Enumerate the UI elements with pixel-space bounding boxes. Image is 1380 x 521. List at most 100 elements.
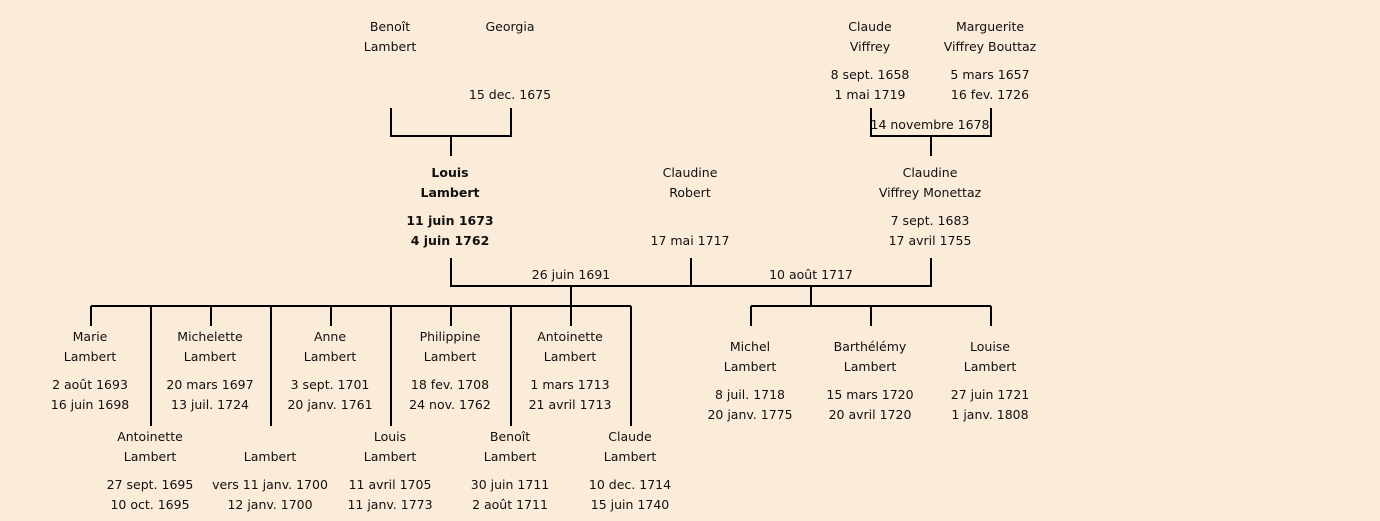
person-last-name: Lambert [303, 349, 357, 364]
person-birth-date: 20 mars 1697 [166, 377, 254, 392]
person-benoit-lambert-sr[interactable]: Benoît Lambert [320, 17, 460, 57]
person-georgia[interactable]: Georgia [440, 17, 580, 57]
person-death-date: 24 nov. 1762 [409, 397, 491, 412]
person-birth-date: 1 mars 1713 [530, 377, 610, 392]
person-birth-date: 18 fev. 1708 [410, 377, 490, 392]
person-michelette-lambert[interactable]: Michelette Lambert 20 mars 1697 13 juil.… [140, 327, 280, 415]
person-birth-date: 3 sept. 1701 [290, 377, 370, 392]
person-first-name: Benoît [369, 19, 411, 34]
person-birth-date: 15 mars 1720 [826, 387, 914, 402]
person-last-name: Lambert [363, 449, 417, 464]
person-birth-date: 10 dec. 1714 [588, 477, 672, 492]
person-birth-date: 7 sept. 1683 [890, 213, 970, 228]
person-death-date: 15 juin 1740 [590, 497, 670, 512]
person-last-name: Viffrey Monettaz [878, 185, 982, 200]
person-death-date: 11 janv. 1773 [347, 497, 433, 512]
person-death-date: 16 fev. 1726 [950, 87, 1030, 102]
person-last-name: Robert [669, 185, 711, 200]
person-claude-lambert[interactable]: Claude Lambert 10 dec. 1714 15 juin 1740 [560, 427, 700, 515]
person-death-date: 12 janv. 1700 [227, 497, 313, 512]
person-last-name: Lambert [183, 349, 237, 364]
person-last-name: Lambert [363, 39, 417, 54]
person-first-name: Benoît [489, 429, 531, 444]
person-death-date: 16 juin 1698 [50, 397, 130, 412]
person-first-name: Philippine [419, 329, 481, 344]
person-birth-date: 11 avril 1705 [348, 477, 432, 492]
person-first-name [200, 427, 340, 447]
person-first-name: Marie [72, 329, 108, 344]
person-birth-date [620, 211, 760, 231]
person-claudine-robert[interactable]: Claudine Robert 17 mai 1717 [620, 163, 760, 251]
person-first-name: Marguerite [955, 19, 1025, 34]
person-last-name: Lambert [123, 449, 177, 464]
person-death-date: 10 oct. 1695 [110, 497, 190, 512]
person-antoinette-lambert-1695[interactable]: Antoinette Lambert 27 sept. 1695 10 oct.… [80, 427, 220, 515]
person-first-name: Michel [729, 339, 771, 354]
person-last-name [440, 37, 580, 57]
person-death-date: 13 juil. 1724 [171, 397, 249, 412]
person-death-date: 1 janv. 1808 [951, 407, 1029, 422]
person-last-name: Lambert [420, 185, 480, 200]
person-birth-date: 27 juin 1721 [950, 387, 1030, 402]
person-last-name: Lambert [843, 359, 897, 374]
person-birth-date: 5 mars 1657 [950, 67, 1030, 82]
person-michel-lambert[interactable]: Michel Lambert 8 juil. 1718 20 janv. 177… [680, 337, 820, 425]
person-anne-lambert[interactable]: Anne Lambert 3 sept. 1701 20 janv. 1761 [260, 327, 400, 415]
marriage-date-louis-claudine-viffrey: 10 août 1717 [769, 267, 853, 282]
person-last-name: Lambert [243, 449, 297, 464]
person-first-name: Claudine [902, 165, 958, 180]
person-birth-date: 30 juin 1711 [470, 477, 550, 492]
person-birth-date: 11 juin 1673 [406, 213, 494, 228]
person-death-date: 4 juin 1762 [410, 233, 490, 248]
marriage-date-louis-claudine-robert: 26 juin 1691 [531, 267, 611, 282]
person-first-name: Barthélémy [833, 339, 907, 354]
person-first-name: Anne [313, 329, 347, 344]
person-last-name: Lambert [543, 349, 597, 364]
person-benoit-lambert[interactable]: Benoît Lambert 30 juin 1711 2 août 1711 [440, 427, 580, 515]
person-barthelemy-lambert[interactable]: Barthélémy Lambert 15 mars 1720 20 avril… [800, 337, 940, 425]
person-death-date: 21 avril 1713 [528, 397, 612, 412]
person-unnamed-lambert[interactable]: Lambert vers 11 janv. 1700 12 janv. 1700 [200, 427, 340, 515]
person-last-name: Lambert [723, 359, 777, 374]
person-birth-date: 8 juil. 1718 [714, 387, 786, 402]
person-first-name: Claude [608, 429, 652, 444]
person-last-name: Viffrey Bouttaz [943, 39, 1037, 54]
person-last-name: Lambert [603, 449, 657, 464]
marriage-date-benoit-georgia: 15 dec. 1675 [468, 87, 552, 102]
person-antoinette-lambert-1713[interactable]: Antoinette Lambert 1 mars 1713 21 avril … [500, 327, 640, 415]
person-death-date: 17 avril 1755 [888, 233, 972, 248]
person-last-name: Lambert [63, 349, 117, 364]
person-last-name: Lambert [423, 349, 477, 364]
person-birth-date: 27 sept. 1695 [106, 477, 194, 492]
person-first-name: Louis [373, 429, 407, 444]
person-marie-lambert[interactable]: Marie Lambert 2 août 1693 16 juin 1698 [20, 327, 160, 415]
person-birth-date: vers 11 janv. 1700 [212, 477, 328, 492]
person-last-name: Lambert [483, 449, 537, 464]
person-first-name: Georgia [485, 19, 535, 34]
person-first-name: Claudine [662, 165, 718, 180]
person-birth-date: 2 août 1693 [52, 377, 128, 392]
marriage-date-claude-marguerite: 14 novembre 1678 [870, 117, 990, 132]
person-death-date: 20 janv. 1761 [287, 397, 373, 412]
person-philippine-lambert[interactable]: Philippine Lambert 18 fev. 1708 24 nov. … [380, 327, 520, 415]
person-louis-lambert[interactable]: Louis Lambert 11 juin 1673 4 juin 1762 [380, 163, 520, 251]
person-louis-lambert-jr[interactable]: Louis Lambert 11 avril 1705 11 janv. 177… [320, 427, 460, 515]
person-death-date: 1 mai 1719 [834, 87, 906, 102]
person-claude-viffrey[interactable]: Claude Viffrey 8 sept. 1658 1 mai 1719 [800, 17, 940, 105]
person-first-name: Louise [970, 339, 1010, 354]
person-death-date: 20 janv. 1775 [707, 407, 793, 422]
person-first-name: Antoinette [537, 329, 603, 344]
person-last-name: Viffrey [849, 39, 891, 54]
person-first-name: Claude [848, 19, 892, 34]
person-first-name: Louis [431, 165, 469, 180]
person-louise-lambert[interactable]: Louise Lambert 27 juin 1721 1 janv. 1808 [920, 337, 1060, 425]
person-claudine-viffrey-monettaz[interactable]: Claudine Viffrey Monettaz 7 sept. 1683 1… [860, 163, 1000, 251]
person-marguerite-viffrey-bouttaz[interactable]: Marguerite Viffrey Bouttaz 5 mars 1657 1… [920, 17, 1060, 105]
person-first-name: Michelette [177, 329, 243, 344]
person-death-date: 2 août 1711 [472, 497, 548, 512]
person-death-date: 20 avril 1720 [828, 407, 912, 422]
person-last-name: Lambert [963, 359, 1017, 374]
person-first-name: Antoinette [117, 429, 183, 444]
person-death-date: 17 mai 1717 [650, 233, 730, 248]
